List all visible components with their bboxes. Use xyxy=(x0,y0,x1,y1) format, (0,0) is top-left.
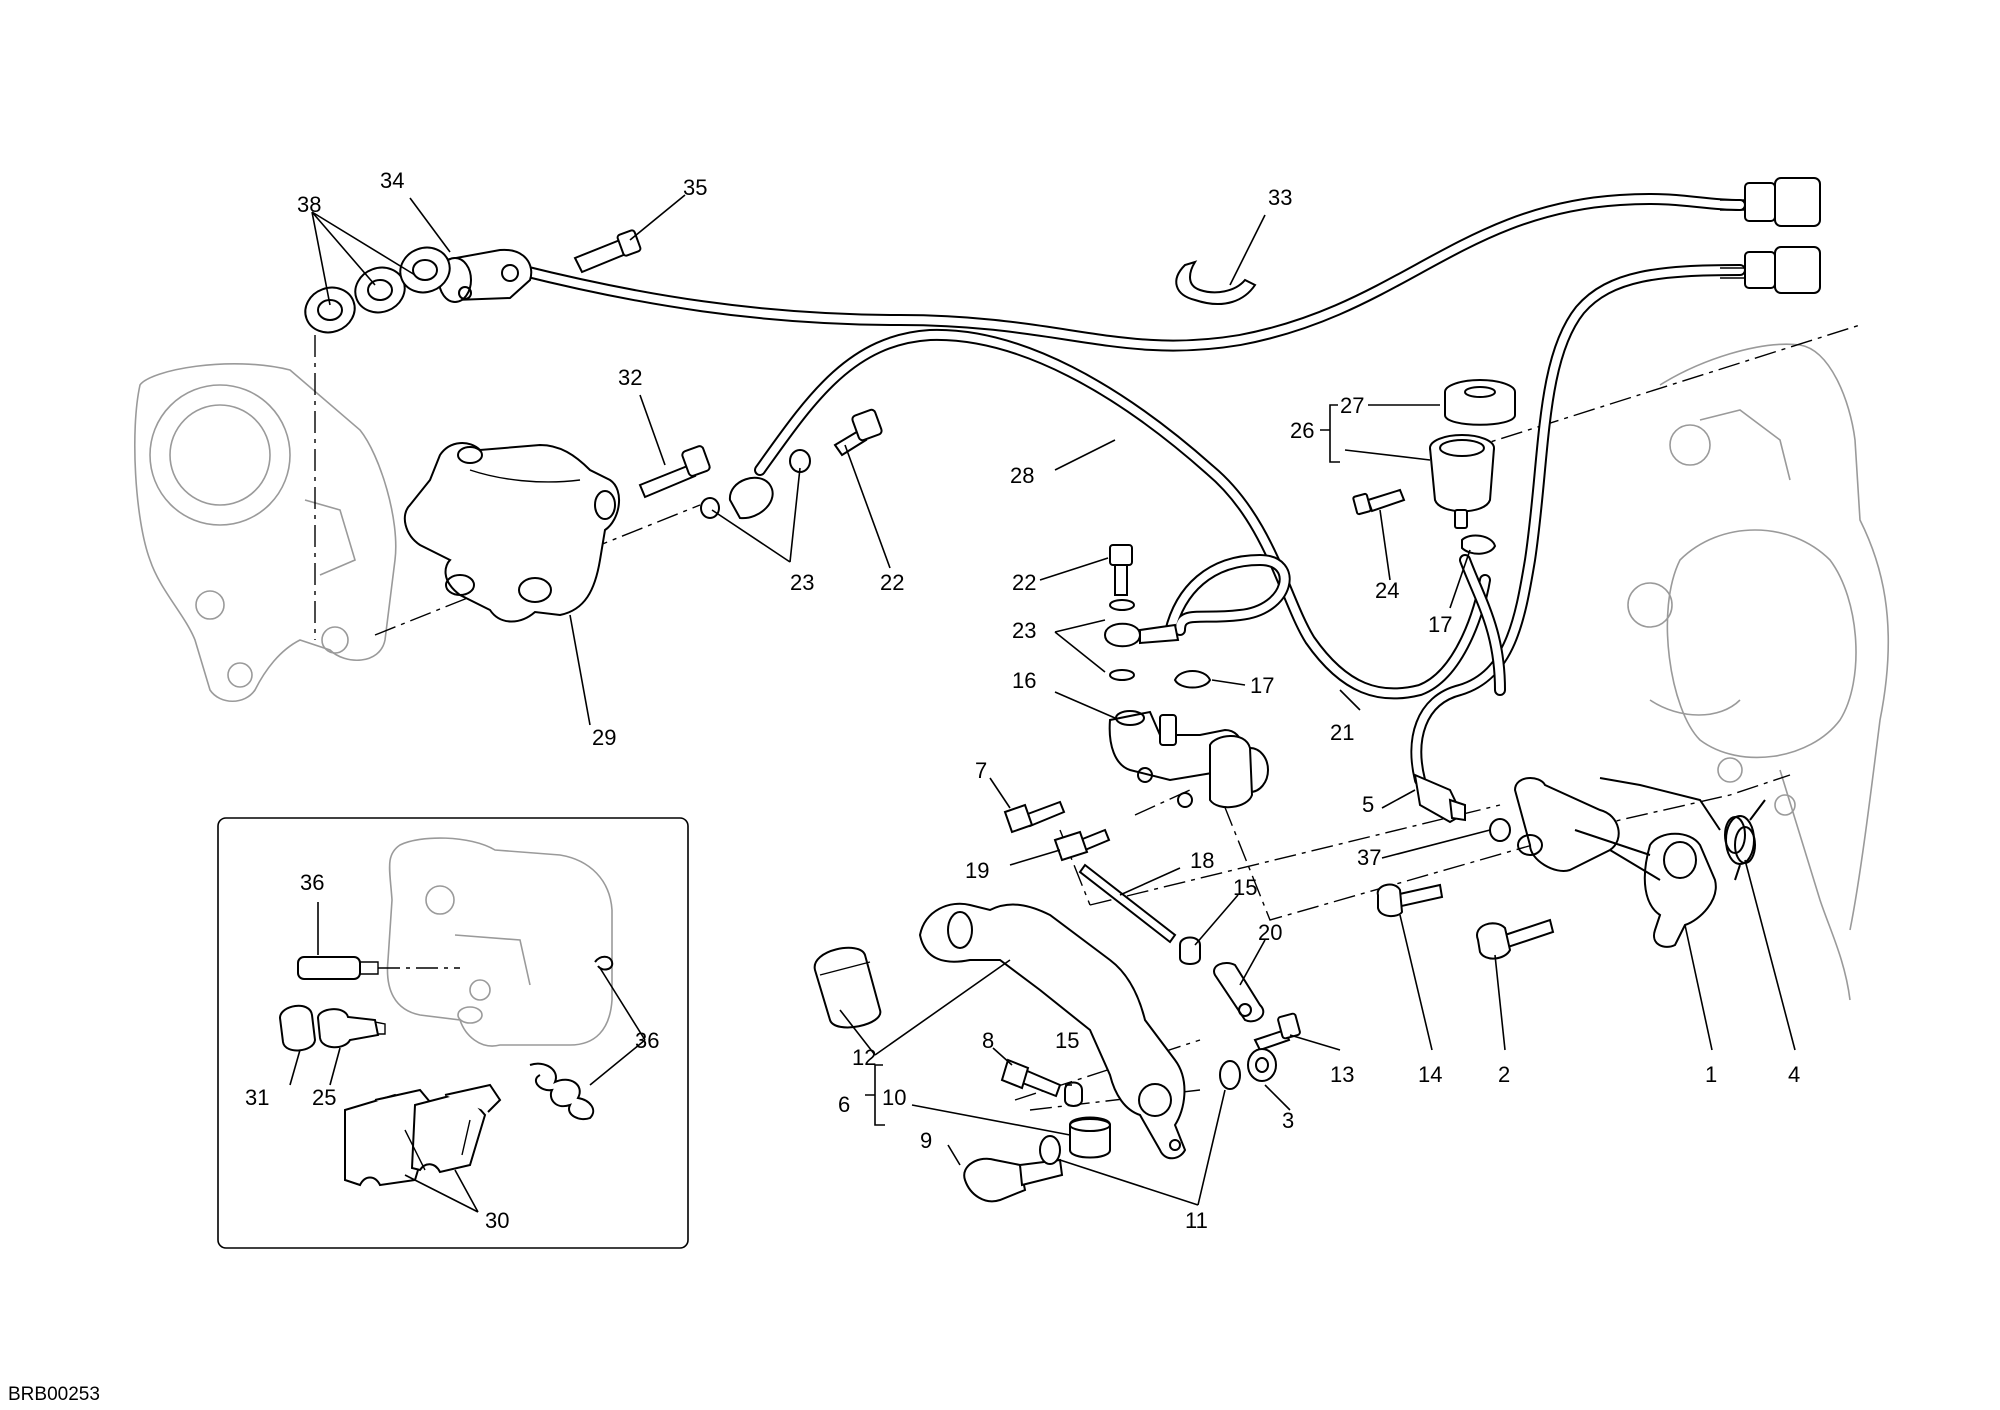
o-rings-11 xyxy=(1039,1060,1241,1165)
callout-7: 7 xyxy=(975,758,987,783)
sensor-cable-33-upper xyxy=(514,192,1746,352)
callout-17b: 17 xyxy=(1250,673,1274,698)
reference-code: BRB00253 xyxy=(8,1384,100,1405)
callout-5: 5 xyxy=(1362,792,1374,817)
bracket-1 xyxy=(1513,777,1717,948)
callout-30: 30 xyxy=(485,1208,509,1233)
leader-lines xyxy=(311,194,1796,1206)
bolt-14 xyxy=(1376,883,1444,918)
banjo-set-lower xyxy=(1103,544,1180,681)
pushrod-18 xyxy=(1078,863,1177,944)
washer-3 xyxy=(1247,1048,1277,1082)
callout-3: 3 xyxy=(1282,1108,1294,1133)
callout-22b: 22 xyxy=(1012,570,1036,595)
switch-5 xyxy=(1413,773,1466,824)
screw-24 xyxy=(1352,488,1406,516)
callout-10: 10 xyxy=(882,1085,906,1110)
callout-28: 28 xyxy=(1010,463,1034,488)
cable-connectors xyxy=(1720,177,1821,294)
washers-38 xyxy=(304,246,451,334)
callout-31: 31 xyxy=(245,1085,269,1110)
bleed-valve-25 xyxy=(316,1008,386,1049)
callout-35: 35 xyxy=(683,175,707,200)
screw-7 xyxy=(1003,800,1066,834)
pad-pin-36 xyxy=(297,956,460,980)
bleed-screw-32 xyxy=(638,445,711,499)
callout-1: 1 xyxy=(1705,1062,1717,1087)
callout-37: 37 xyxy=(1357,845,1381,870)
caliper-bracket-ghost xyxy=(133,363,397,703)
callout-4: 4 xyxy=(1788,1062,1800,1087)
callout-22a: 22 xyxy=(880,570,904,595)
callout-15a: 15 xyxy=(1233,875,1257,900)
washer-37 xyxy=(1489,818,1511,842)
return-spring-4 xyxy=(1599,777,1766,881)
brake-caliper-29 xyxy=(403,442,621,623)
callout-26: 26 xyxy=(1290,418,1314,443)
callout-36b: 36 xyxy=(635,1028,659,1053)
callout-13: 13 xyxy=(1330,1062,1354,1087)
hoses xyxy=(514,192,1746,786)
bleed-cap-31 xyxy=(278,1004,317,1052)
brake-pedal-arm xyxy=(918,902,1187,1160)
inset-caliper-ghost xyxy=(386,837,613,1047)
master-cylinder-16 xyxy=(1108,710,1269,809)
screw-8 xyxy=(1000,1058,1062,1098)
callout-9: 9 xyxy=(920,1128,932,1153)
reservoir-26 xyxy=(1429,434,1495,529)
callout-23a: 23 xyxy=(790,570,814,595)
bolt-2 xyxy=(1476,918,1555,960)
callout-24: 24 xyxy=(1375,578,1399,603)
callout-14: 14 xyxy=(1418,1062,1442,1087)
screw-35 xyxy=(573,229,642,274)
callout-29: 29 xyxy=(592,725,616,750)
callout-21: 21 xyxy=(1330,720,1354,745)
hose-clamp-17a xyxy=(1461,534,1497,555)
callout-17a: 17 xyxy=(1428,612,1452,637)
callout-23b: 23 xyxy=(1012,618,1036,643)
callout-16: 16 xyxy=(1012,668,1036,693)
hose-clamp-17b xyxy=(1173,670,1212,689)
callout-25: 25 xyxy=(312,1085,336,1110)
callout-36a: 36 xyxy=(300,870,324,895)
callout-32: 32 xyxy=(618,365,642,390)
screw-19 xyxy=(1053,828,1111,862)
pivot-bolt-9 xyxy=(963,1157,1064,1203)
nut-15b xyxy=(1064,1081,1083,1107)
pedal-rubber-12 xyxy=(813,946,882,1029)
callout-18: 18 xyxy=(1190,848,1214,873)
inset-detail-frame xyxy=(217,817,689,1249)
brake-pads-30 xyxy=(344,1083,502,1187)
cable-clip-33 xyxy=(1175,260,1257,305)
bushing-10 xyxy=(1069,1116,1111,1159)
clevis-20 xyxy=(1213,962,1265,1023)
callout-6: 6 xyxy=(838,1092,850,1117)
banjo-set-upper xyxy=(700,408,883,520)
callout-labels: 38 34 35 33 32 27 26 28 24 17 23 22 22 2… xyxy=(245,168,1800,1233)
callout-19: 19 xyxy=(965,858,989,883)
callout-8: 8 xyxy=(982,1028,994,1053)
callout-15b: 15 xyxy=(1055,1028,1079,1053)
callout-27: 27 xyxy=(1340,393,1364,418)
screw-13 xyxy=(1253,1012,1301,1052)
callout-33: 33 xyxy=(1268,185,1292,210)
callout-38: 38 xyxy=(297,192,321,217)
pad-spring-clip-36 xyxy=(529,955,614,1121)
brake-switch-34 xyxy=(438,248,533,303)
callout-2: 2 xyxy=(1498,1062,1510,1087)
reservoir-cap-27 xyxy=(1444,379,1516,426)
callout-12: 12 xyxy=(852,1045,876,1070)
engine-casing-ghost xyxy=(1627,343,1890,1001)
callout-20: 20 xyxy=(1258,920,1282,945)
callout-11: 11 xyxy=(1185,1208,1208,1233)
callout-34: 34 xyxy=(380,168,404,193)
